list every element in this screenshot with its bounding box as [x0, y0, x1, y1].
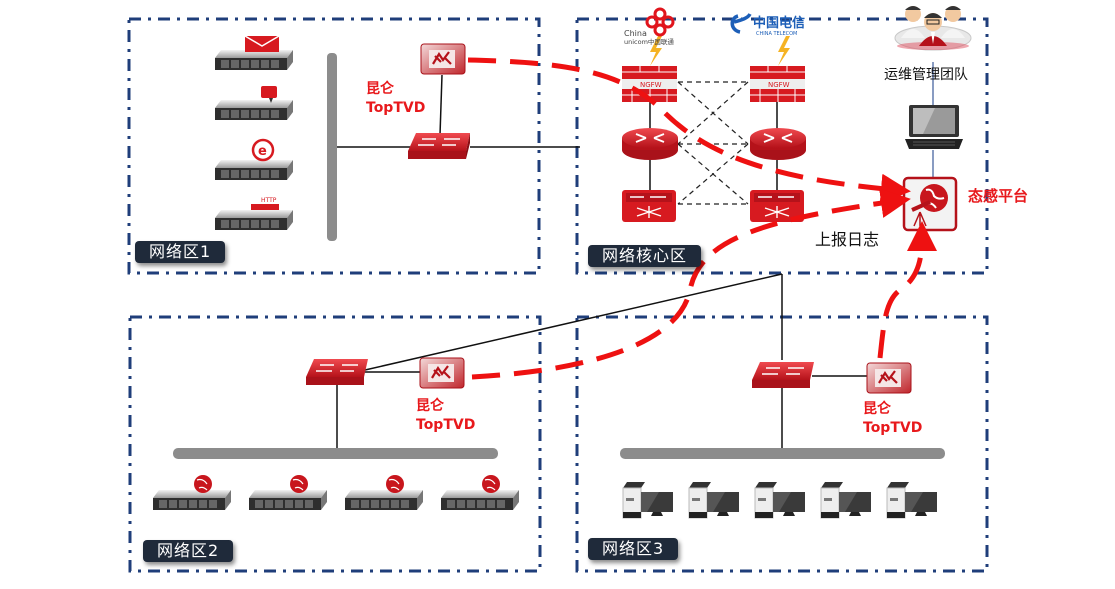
log-report-flows — [467, 57, 937, 380]
globe-icon — [194, 475, 212, 493]
svg-text:CHINA TELECOM: CHINA TELECOM — [756, 31, 797, 37]
server-http[interactable]: HTTP — [215, 197, 293, 230]
svg-text:e: e — [258, 144, 267, 159]
globe-icon — [290, 475, 308, 493]
svg-text:中国电信: 中国电信 — [753, 15, 805, 31]
probe2-label: 昆仑 TopTVD — [416, 397, 475, 435]
china-telecom-logo: 中国电信 CHINA TELECOM — [730, 13, 805, 37]
globe-icon — [386, 475, 404, 493]
probe1-label: 昆仑 TopTVD — [366, 80, 425, 118]
probe3-name-cn: 昆仑 — [863, 401, 891, 417]
zone3-bus — [620, 448, 945, 459]
toptvd-probe-icon[interactable] — [420, 43, 466, 75]
probe1-name-en: TopTVD — [366, 100, 426, 116]
desktop-pc-icon[interactable] — [622, 482, 673, 519]
chat-icon — [261, 86, 277, 103]
switch-icon[interactable] — [752, 362, 814, 388]
flow-zone2-probe-to-platform — [471, 188, 911, 380]
zone2-bus — [173, 448, 498, 459]
switch-icon[interactable] — [306, 359, 368, 385]
probe3-label: 昆仑 TopTVD — [863, 400, 922, 438]
zone2-border — [128, 315, 542, 573]
zone1-border — [127, 17, 541, 275]
server-mail[interactable] — [215, 35, 293, 70]
china-unicom-logo: China unicom中国联通 — [624, 7, 675, 46]
situational-awareness-platform-icon[interactable] — [902, 176, 958, 232]
toptvd-probe-icon[interactable] — [866, 362, 912, 394]
desktop-pc-icon[interactable] — [688, 482, 739, 519]
switch-icon[interactable] — [408, 133, 470, 159]
probe3-name-en: TopTVD — [863, 420, 923, 436]
lightning-icon — [650, 36, 662, 66]
server-chat[interactable] — [215, 86, 293, 120]
lightning-icon — [778, 36, 790, 66]
zone3-label: 网络区3 — [588, 538, 679, 560]
firewall-icon[interactable]: NGFW — [750, 66, 805, 102]
router-icon[interactable] — [750, 128, 806, 160]
flow-zone3-probe-to-platform — [877, 221, 937, 359]
server[interactable] — [153, 475, 231, 510]
link-probe1-switch1 — [439, 74, 443, 136]
core-zone-label: 网络核心区 — [588, 245, 702, 267]
probes — [419, 43, 912, 394]
probe1-name-cn: 昆仑 — [366, 81, 394, 97]
report-log-label: 上报日志 — [815, 230, 880, 249]
server[interactable] — [249, 475, 327, 510]
mail-icon — [244, 35, 280, 52]
zone2-servers — [153, 475, 519, 510]
link-zone2-core — [364, 273, 783, 371]
zone2-label: 网络区2 — [143, 540, 234, 562]
core-zone-border — [575, 17, 989, 275]
svg-text:NGFW: NGFW — [768, 81, 790, 89]
probe2-name-en: TopTVD — [416, 417, 476, 433]
core-redundancy-links — [677, 81, 749, 205]
desktop-pc-icon[interactable] — [820, 482, 871, 519]
zone1-label: 网络区1 — [135, 241, 226, 263]
router-icon[interactable] — [622, 128, 678, 160]
svg-text:China: China — [624, 29, 647, 38]
svg-text:NGFW: NGFW — [640, 81, 662, 89]
svg-text:HTTP: HTTP — [261, 197, 277, 204]
core-switch-icon[interactable] — [622, 190, 676, 222]
ops-team-label: 运维管理团队 — [884, 67, 968, 83]
server-web-ie[interactable]: e — [215, 138, 293, 180]
laptop-icon[interactable] — [905, 105, 963, 149]
network-links — [336, 74, 867, 450]
platform-label: 态感平台 — [968, 187, 1029, 205]
toptvd-probe-icon[interactable] — [419, 357, 465, 389]
flow-zone1-probe-to-platform — [467, 57, 911, 204]
desktop-pc-icon[interactable] — [754, 482, 805, 519]
zone3-pcs — [622, 482, 937, 519]
ops-team-icon — [894, 6, 972, 51]
server[interactable] — [441, 475, 519, 510]
web-ie-icon: e — [251, 138, 275, 162]
core-switch-icon[interactable] — [750, 190, 804, 222]
globe-icon — [482, 475, 500, 493]
server[interactable] — [345, 475, 423, 510]
http-icon: HTTP — [251, 197, 279, 210]
svg-text:unicom中国联通: unicom中国联通 — [624, 37, 674, 46]
zone1-bus — [327, 53, 337, 241]
desktop-pc-icon[interactable] — [886, 482, 937, 519]
probe2-name-cn: 昆仑 — [416, 398, 444, 414]
